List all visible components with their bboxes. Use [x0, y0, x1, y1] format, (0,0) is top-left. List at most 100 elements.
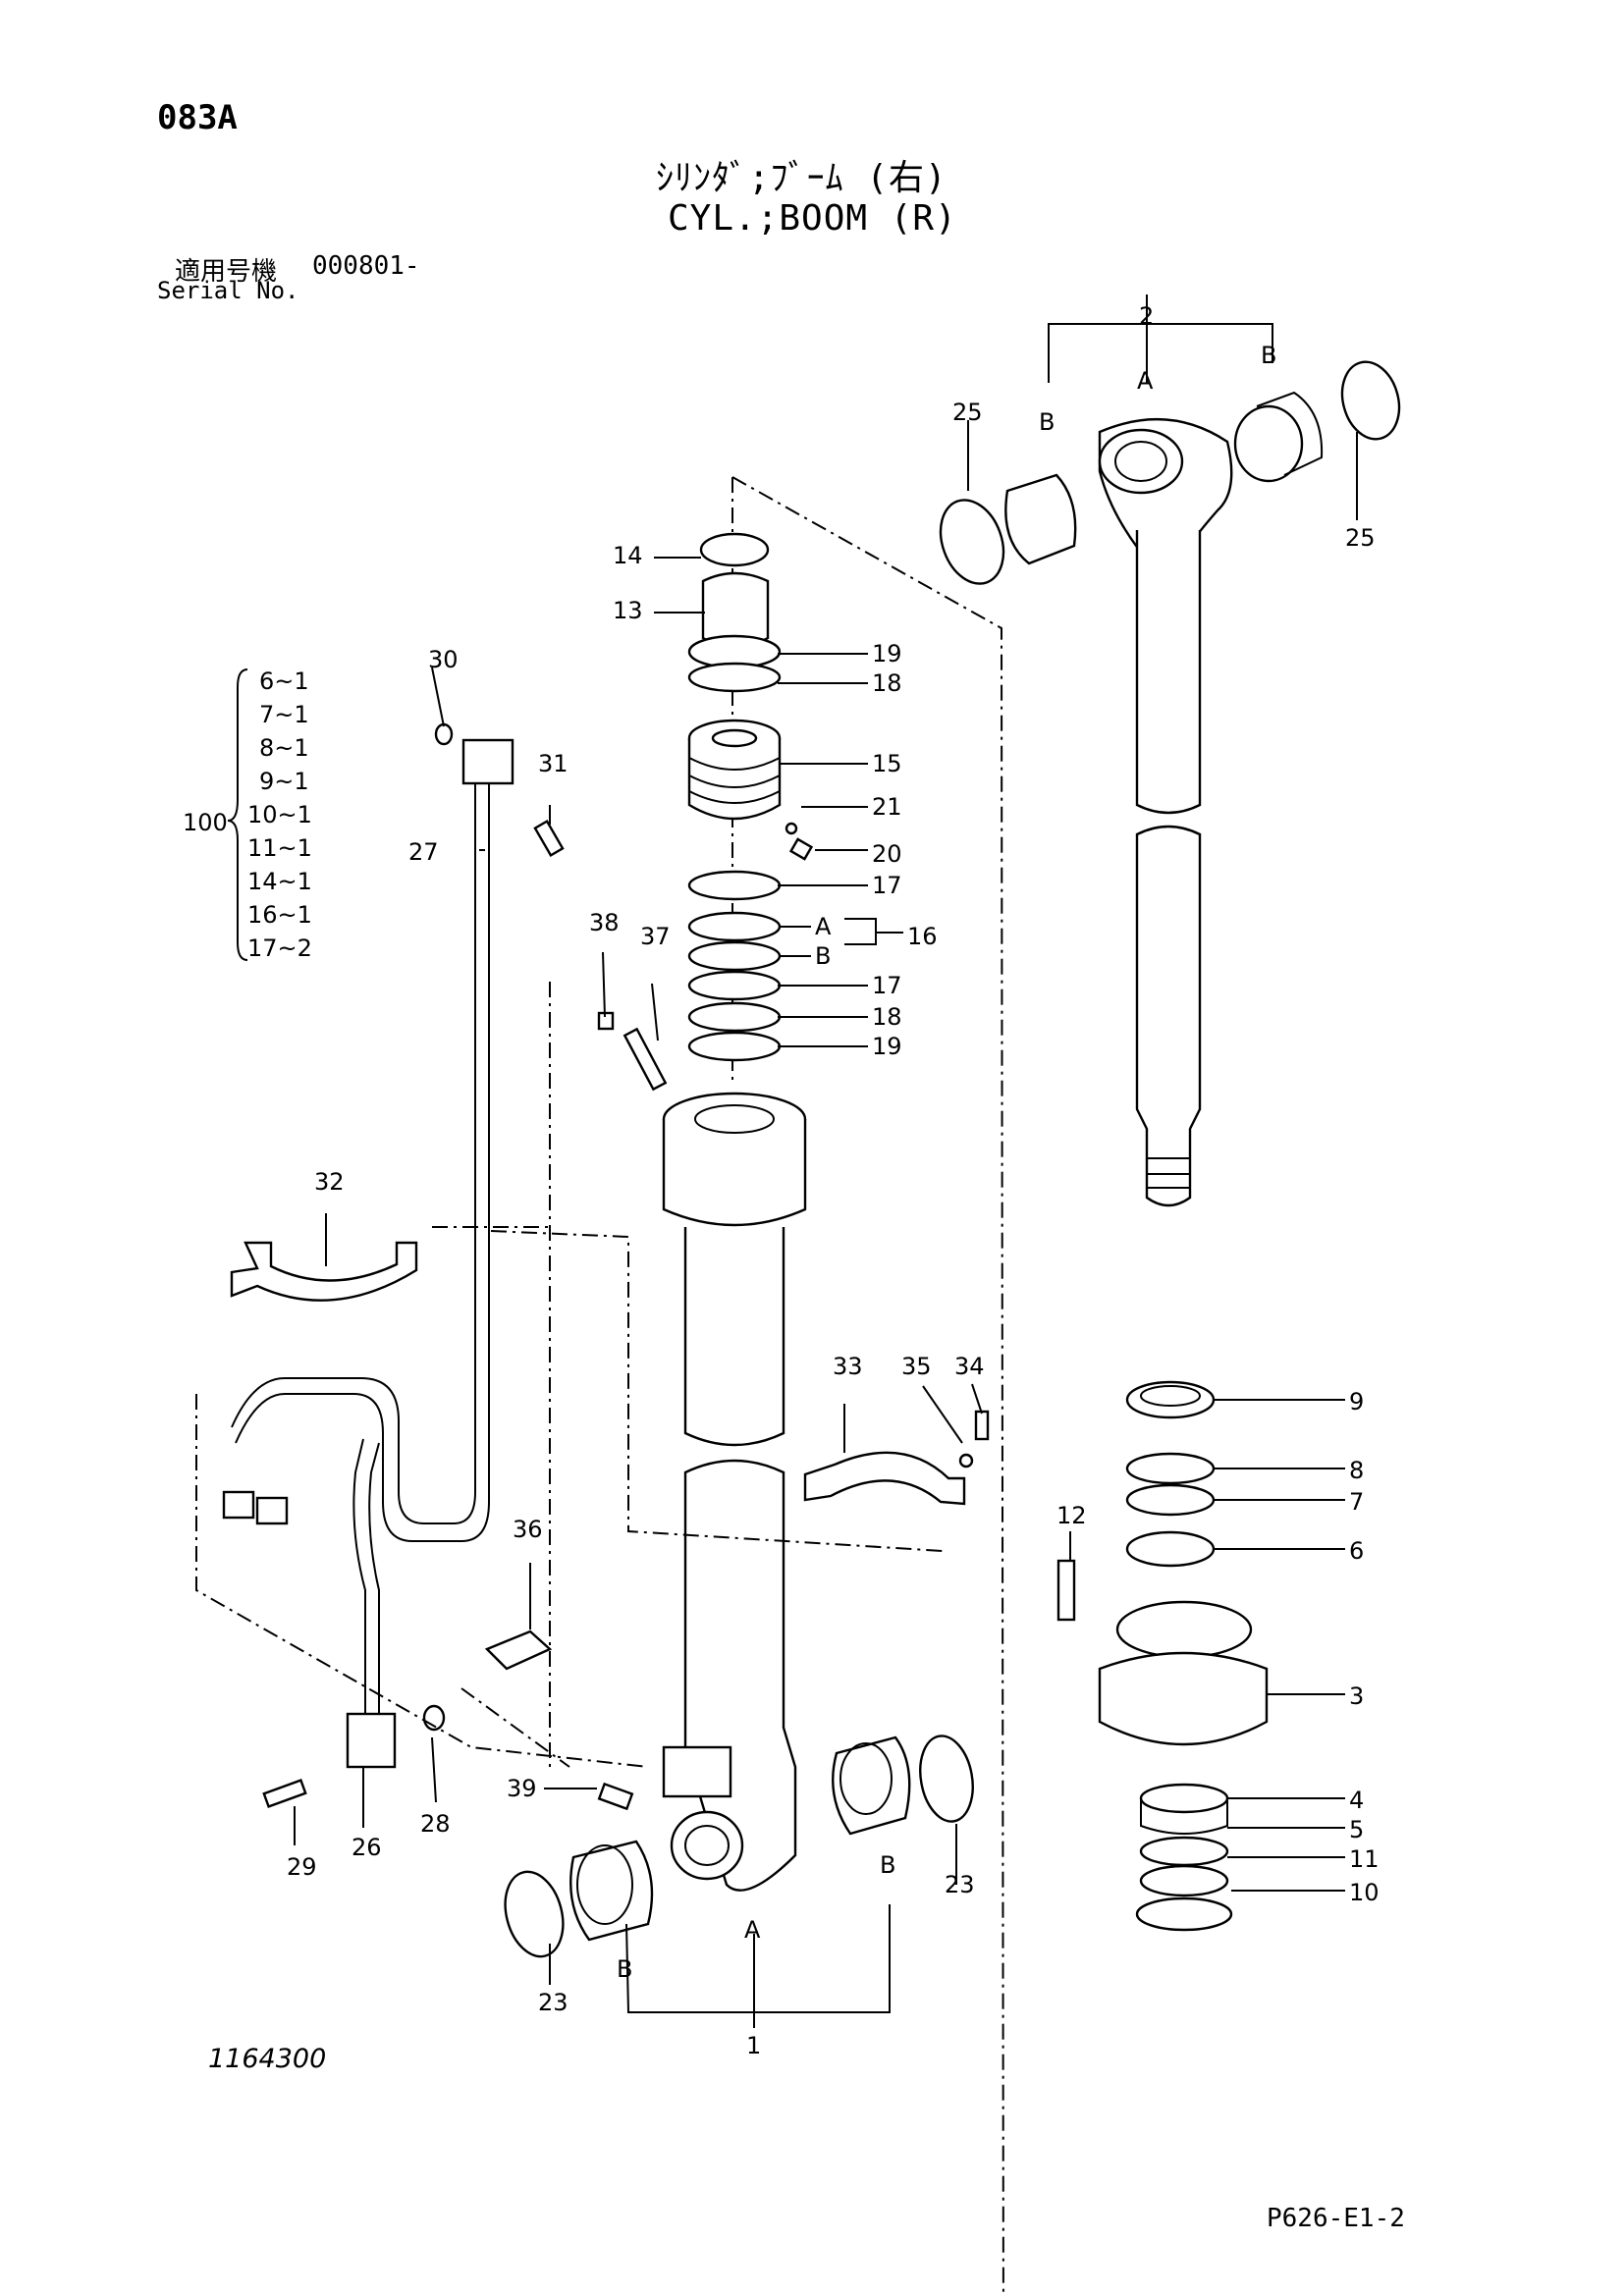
bolt-29	[262, 1779, 307, 1808]
callout-9: 9	[1349, 1388, 1364, 1415]
callout-5: 5	[1349, 1816, 1364, 1843]
ring-17b	[687, 970, 782, 1001]
title-english: CYL.;BOOM (R)	[668, 198, 957, 239]
drawing-number: 1164300	[208, 2044, 327, 2074]
clamp-33	[803, 1451, 966, 1506]
ring-6	[1125, 1530, 1216, 1568]
callout-b: B	[815, 942, 831, 970]
bushing-b-right	[1233, 404, 1304, 483]
callout-19: 19	[872, 640, 902, 667]
clamp-32	[230, 1241, 418, 1302]
callout-6: 6	[1349, 1537, 1364, 1565]
callout-16: 16	[907, 923, 938, 950]
ring-17a	[687, 870, 782, 901]
block-36	[484, 1629, 553, 1671]
kit-item: 10~1	[247, 801, 312, 828]
bushing-b-left-tube	[569, 1840, 654, 1942]
pipe-27	[235, 760, 490, 1542]
callout-3: 3	[1349, 1682, 1364, 1710]
callout-28: 28	[420, 1810, 451, 1838]
callout-32: 32	[314, 1168, 345, 1196]
bolt-34	[974, 1410, 990, 1441]
ring-19b	[687, 1031, 782, 1062]
callout-1: 1	[746, 2032, 761, 2059]
callout-35: 35	[901, 1353, 932, 1380]
callout-37: 37	[640, 923, 671, 950]
callout-8: 8	[1349, 1457, 1364, 1484]
ring-16a	[687, 911, 782, 942]
ring-18b	[687, 1001, 782, 1033]
setscrew-20	[788, 837, 814, 861]
callout-a: A	[815, 913, 832, 940]
callouts: 2 A B B 25 25 14 13 19 18 15 21 20 17 A …	[287, 302, 1380, 2059]
clamp-26	[346, 1712, 397, 1769]
tube-bushings	[504, 1735, 974, 1958]
rod-eye-bore	[670, 1810, 744, 1881]
seal-9	[1125, 1380, 1216, 1419]
callout-12: 12	[1056, 1502, 1087, 1529]
piston-rod	[1098, 417, 1233, 1207]
rod-lower	[1135, 825, 1202, 1207]
bushing-b-left	[1004, 473, 1077, 565]
callout-36: 36	[513, 1516, 543, 1543]
callout-31: 31	[538, 750, 568, 777]
washer-35	[958, 1453, 974, 1468]
seal-18	[687, 662, 782, 693]
tube-upper	[683, 1227, 785, 1447]
seal-25-right	[1340, 360, 1401, 441]
bushing-b-right-tube	[832, 1735, 911, 1836]
ring-14	[699, 532, 770, 567]
callout-13: 13	[613, 597, 643, 624]
callout-7: 7	[1349, 1488, 1364, 1516]
port-block	[662, 1745, 732, 1798]
callout-17: 17	[872, 972, 902, 999]
plug-39	[597, 1782, 634, 1811]
kit-item: 8~1	[259, 734, 309, 762]
washer-38	[597, 1011, 615, 1031]
callout-25: 25	[1345, 524, 1376, 552]
ring-7	[1125, 1483, 1216, 1517]
callout-33: 33	[833, 1353, 863, 1380]
kit-item: 9~1	[259, 768, 309, 795]
bolt-31	[533, 820, 565, 857]
part-10	[1135, 1896, 1233, 1932]
seal-25-left	[939, 499, 1005, 585]
callout-23: 23	[538, 1989, 568, 2016]
callout-17: 17	[872, 872, 902, 899]
ring-16b	[687, 940, 782, 972]
fitting-right	[255, 1496, 289, 1525]
page-reference: P626-E1-2	[1267, 2204, 1405, 2233]
title-japanese: ｼﾘﾝﾀﾞ;ﾌﾞｰﾑ (右)	[656, 158, 947, 198]
seal-23-right	[919, 1735, 974, 1823]
callout-a: A	[744, 1916, 761, 1944]
leader-lines	[294, 294, 1358, 2028]
kit-item: 7~1	[259, 701, 309, 728]
callout-b: B	[617, 1955, 632, 1983]
bolt-37	[623, 1027, 668, 1092]
callout-a: A	[1137, 367, 1154, 395]
kit-brace	[227, 668, 248, 961]
rod-cover-3	[1098, 1651, 1269, 1746]
callout-23: 23	[945, 1871, 975, 1898]
piping	[195, 722, 990, 1811]
callout-b: B	[1039, 408, 1055, 436]
callout-b: B	[1261, 342, 1276, 369]
bolt-12	[1056, 1559, 1076, 1622]
callout-11: 11	[1349, 1845, 1380, 1873]
callout-21: 21	[872, 793, 902, 821]
part-21	[785, 822, 798, 835]
page-code: 083A	[157, 98, 238, 137]
serial-value: 000801-	[312, 251, 420, 281]
callout-19: 19	[872, 1033, 902, 1060]
kit-item: 14~1	[247, 868, 312, 895]
rod-cover-top	[1115, 1600, 1253, 1659]
serial-label-japanese: 適用号機	[175, 257, 278, 287]
cylinder-tube	[662, 1092, 807, 1892]
kit-item: 11~1	[247, 834, 312, 862]
callout-34: 34	[954, 1353, 985, 1380]
callout-b: B	[880, 1851, 895, 1879]
callout-27: 27	[408, 838, 439, 866]
piston-stack	[687, 532, 814, 1062]
callout-4: 4	[1349, 1787, 1364, 1814]
part-4	[1139, 1783, 1229, 1814]
